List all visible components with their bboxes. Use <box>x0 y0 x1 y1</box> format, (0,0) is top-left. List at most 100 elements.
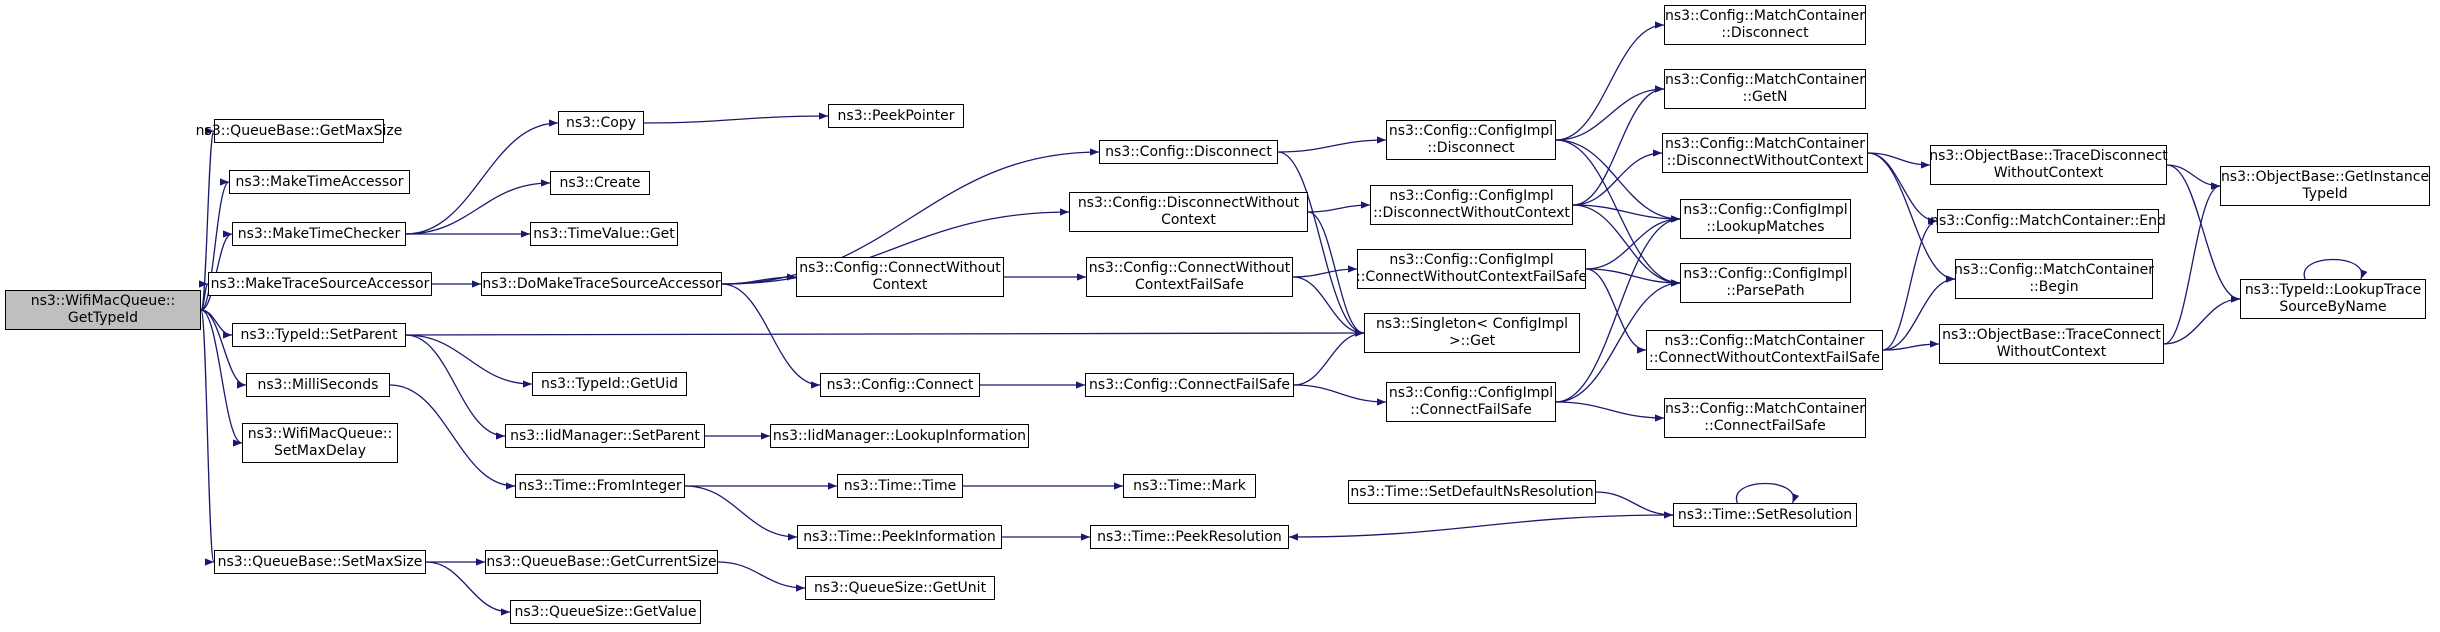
edge-time-setresolution-to-time-peekresolution <box>1288 514 1674 541</box>
edge-ci-disconnect-to-ci-parsepath <box>1555 139 1681 287</box>
edge-ci-disconnect-to-ci-lookupmatches <box>1555 139 1681 223</box>
edge-ci-connectfailsafe-to-ci-lookupmatches <box>1555 215 1681 403</box>
edge-ob-traceconnectwithoutcontext-to-ob-getinstancetypeid <box>2163 182 2221 345</box>
edge-time-setdefaultnsresolution-to-time-setresolution <box>1595 491 1674 519</box>
node-typeid-setparent[interactable]: ns3::TypeId::SetParent <box>232 323 406 347</box>
edge-mc-connectwithoutcontextfailsafe-to-mc-end <box>1882 217 1938 351</box>
node-queuesize-getvalue[interactable]: ns3::QueueSize::GetValue <box>510 600 701 624</box>
node-create[interactable]: ns3::Create <box>550 171 650 195</box>
node-time-frominteger[interactable]: ns3::Time::FromInteger <box>515 474 685 498</box>
node-config-connectfailsafe[interactable]: ns3::Config::ConnectFailSafe <box>1085 373 1294 397</box>
edge-config-disconnectwithoutcontext-to-singleton-get <box>1307 211 1365 337</box>
edge-ci-disconnect-to-mc-getn <box>1555 85 1665 141</box>
edge-ci-connectfailsafe-to-ci-parsepath <box>1555 279 1681 403</box>
node-maketimeaccessor[interactable]: ns3::MakeTimeAccessor <box>229 170 410 194</box>
edge-typeid-setparent-to-typeid-getuid <box>405 334 533 388</box>
edge-config-disconnectwithoutcontext-to-ci-disconnectwithoutcontext <box>1307 201 1371 213</box>
node-peekpointer[interactable]: ns3::PeekPointer <box>828 104 964 128</box>
edge-ci-connectwithoutcontextfailsafe-to-ci-lookupmatches <box>1585 215 1681 270</box>
node-queuesize-getunit[interactable]: ns3::QueueSize::GetUnit <box>805 576 995 600</box>
edge-mc-connectwithoutcontextfailsafe-to-mc-begin <box>1882 275 1956 351</box>
node-time-time[interactable]: ns3::Time::Time <box>837 474 963 498</box>
edge-mc-disconnectwithoutcontext-to-mc-end <box>1867 152 1938 225</box>
edge-ci-disconnectwithoutcontext-to-ci-lookupmatches <box>1572 204 1681 223</box>
edge-config-connectwithoutcontextfailsafe-to-ci-connectwithoutcontextfailsafe <box>1292 265 1358 278</box>
node-ob-getinstancetypeid[interactable]: ns3::ObjectBase::GetInstance TypeId <box>2220 166 2430 206</box>
node-mc-connectfailsafe[interactable]: ns3::Config::MatchContainer ::ConnectFai… <box>1664 398 1866 438</box>
node-ob-traceconnectwithoutcontext[interactable]: ns3::ObjectBase::TraceConnect WithoutCon… <box>1939 324 2164 364</box>
edge-root-to-qb-getmaxsize <box>200 127 215 311</box>
node-typeid-getuid[interactable]: ns3::TypeId::GetUid <box>532 372 687 396</box>
edge-maketimechecker-to-create <box>405 179 551 235</box>
node-ci-disconnectwithoutcontext[interactable]: ns3::Config::ConfigImpl ::DisconnectWith… <box>1370 185 1573 225</box>
node-ci-lookupmatches[interactable]: ns3::Config::ConfigImpl ::LookupMatches <box>1680 199 1851 239</box>
edge-root-to-maketracesourceaccessor <box>198 280 209 311</box>
edge-ci-connectwithoutcontextfailsafe-to-mc-connectwithoutcontextfailsafe <box>1585 268 1647 354</box>
node-domaketracesourceaccessor[interactable]: ns3::DoMakeTraceSourceAccessor <box>481 272 722 296</box>
node-time-setresolution[interactable]: ns3::Time::SetResolution <box>1673 503 1857 527</box>
edge-domaketracesourceaccessor-to-config-connectwithoutcontext <box>721 273 797 285</box>
node-config-connectwithoutcontext[interactable]: ns3::Config::ConnectWithout Context <box>796 257 1004 297</box>
node-time-setdefaultnsresolution[interactable]: ns3::Time::SetDefaultNsResolution <box>1348 480 1596 504</box>
edge-ci-disconnectwithoutcontext-to-mc-disconnectwithoutcontext <box>1572 149 1663 206</box>
node-mc-disconnect[interactable]: ns3::Config::MatchContainer ::Disconnect <box>1664 5 1866 45</box>
node-ob-tracedisconnectwithoutcontext[interactable]: ns3::ObjectBase::TraceDisconnect Without… <box>1929 145 2168 185</box>
edge-qb-setmaxsize-to-queuesize-getvalue <box>425 561 511 616</box>
node-iidmanager-lookupinformation[interactable]: ns3::IidManager::LookupInformation <box>770 424 1029 448</box>
node-time-peekinformation[interactable]: ns3::Time::PeekInformation <box>797 525 1002 549</box>
node-ci-parsepath[interactable]: ns3::Config::ConfigImpl ::ParsePath <box>1680 263 1851 303</box>
edge-mc-disconnectwithoutcontext-to-ob-tracedisconnectwithoutcontext <box>1867 152 1931 169</box>
edge-ob-traceconnectwithoutcontext-to-typeid-lookuptracesourcebyname <box>2163 295 2241 345</box>
node-qb-getcurrentsize[interactable]: ns3::QueueBase::GetCurrentSize <box>485 550 718 574</box>
node-mc-disconnectwithoutcontext[interactable]: ns3::Config::MatchContainer ::Disconnect… <box>1662 133 1868 173</box>
node-config-connect[interactable]: ns3::Config::Connect <box>820 373 980 397</box>
node-qb-getmaxsize[interactable]: ns3::QueueBase::GetMaxSize <box>196 119 402 143</box>
edge-root-to-milliseconds <box>200 309 247 389</box>
edge-maketimechecker-to-copy <box>405 119 559 235</box>
edge-copy-to-peekpointer <box>643 112 829 124</box>
edge-root-to-wifimacqueue-setmaxdelay <box>200 309 243 447</box>
node-maketracesourceaccessor[interactable]: ns3::MakeTraceSourceAccessor <box>208 272 432 296</box>
node-mc-begin[interactable]: ns3::Config::MatchContainer ::Begin <box>1954 259 2154 299</box>
edge-time-setresolution-to-time-setresolution <box>1735 482 1800 504</box>
edge-ci-connectfailsafe-to-mc-connectfailsafe <box>1555 401 1665 422</box>
edge-config-disconnect-to-singleton-get <box>1277 151 1365 337</box>
node-ci-connectfailsafe[interactable]: ns3::Config::ConfigImpl ::ConnectFailSaf… <box>1386 382 1556 422</box>
edge-typeid-setparent-to-singleton-get <box>405 329 1365 337</box>
edge-qb-getcurrentsize-to-queuesize-getunit <box>717 561 806 592</box>
node-time-mark[interactable]: ns3::Time::Mark <box>1123 474 1256 498</box>
edge-config-connectfailsafe-to-ci-connectfailsafe <box>1293 384 1387 406</box>
node-mc-end[interactable]: ns3::Config::MatchContainer::End <box>1930 209 2166 233</box>
node-maketimechecker[interactable]: ns3::MakeTimeChecker <box>232 222 406 246</box>
node-ci-connectwithoutcontextfailsafe[interactable]: ns3::Config::ConfigImpl ::ConnectWithout… <box>1356 249 1587 289</box>
edge-typeid-lookuptracesourcebyname-to-typeid-lookuptracesourcebyname <box>2303 258 2368 280</box>
node-wifimacqueue-setmaxdelay[interactable]: ns3::WifiMacQueue:: SetMaxDelay <box>242 423 398 463</box>
node-time-peekresolution[interactable]: ns3::Time::PeekResolution <box>1090 525 1289 549</box>
edge-config-disconnect-to-ci-disconnect <box>1277 136 1387 153</box>
node-mc-connectwithoutcontextfailsafe[interactable]: ns3::Config::MatchContainer ::ConnectWit… <box>1646 330 1883 370</box>
node-iidmanager-setparent[interactable]: ns3::IidManager::SetParent <box>505 424 705 448</box>
node-config-disconnectwithoutcontext[interactable]: ns3::Config::DisconnectWithout Context <box>1069 192 1308 232</box>
edge-ci-disconnectwithoutcontext-to-mc-getn <box>1572 85 1665 206</box>
node-timevalue-get[interactable]: ns3::TimeValue::Get <box>530 222 678 246</box>
edge-root-to-qb-setmaxsize <box>200 309 215 566</box>
edge-ob-tracedisconnectwithoutcontext-to-typeid-lookuptracesourcebyname <box>2166 164 2241 303</box>
node-milliseconds[interactable]: ns3::MilliSeconds <box>246 373 390 397</box>
node-singleton-get[interactable]: ns3::Singleton< ConfigImpl >::Get <box>1364 313 1580 353</box>
edge-milliseconds-to-time-frominteger <box>389 384 516 490</box>
node-root: ns3::WifiMacQueue:: GetTypeId <box>5 290 201 330</box>
edge-root-to-maketimeaccessor <box>200 178 230 311</box>
node-config-connectwithoutcontextfailsafe[interactable]: ns3::Config::ConnectWithout ContextFailS… <box>1086 257 1293 297</box>
node-copy[interactable]: ns3::Copy <box>558 111 644 135</box>
edge-mc-disconnectwithoutcontext-to-mc-begin <box>1867 152 1956 283</box>
node-mc-getn[interactable]: ns3::Config::MatchContainer ::GetN <box>1664 69 1866 109</box>
edge-config-connectwithoutcontextfailsafe-to-singleton-get <box>1292 276 1365 337</box>
node-config-disconnect[interactable]: ns3::Config::Disconnect <box>1099 140 1278 164</box>
node-ci-disconnect[interactable]: ns3::Config::ConfigImpl ::Disconnect <box>1386 120 1556 160</box>
node-typeid-lookuptracesourcebyname[interactable]: ns3::TypeId::LookupTrace SourceByName <box>2240 279 2426 319</box>
node-qb-setmaxsize[interactable]: ns3::QueueBase::SetMaxSize <box>214 550 426 574</box>
edge-ci-connectwithoutcontextfailsafe-to-ci-parsepath <box>1585 268 1681 287</box>
edge-typeid-setparent-to-iidmanager-setparent <box>405 334 506 440</box>
